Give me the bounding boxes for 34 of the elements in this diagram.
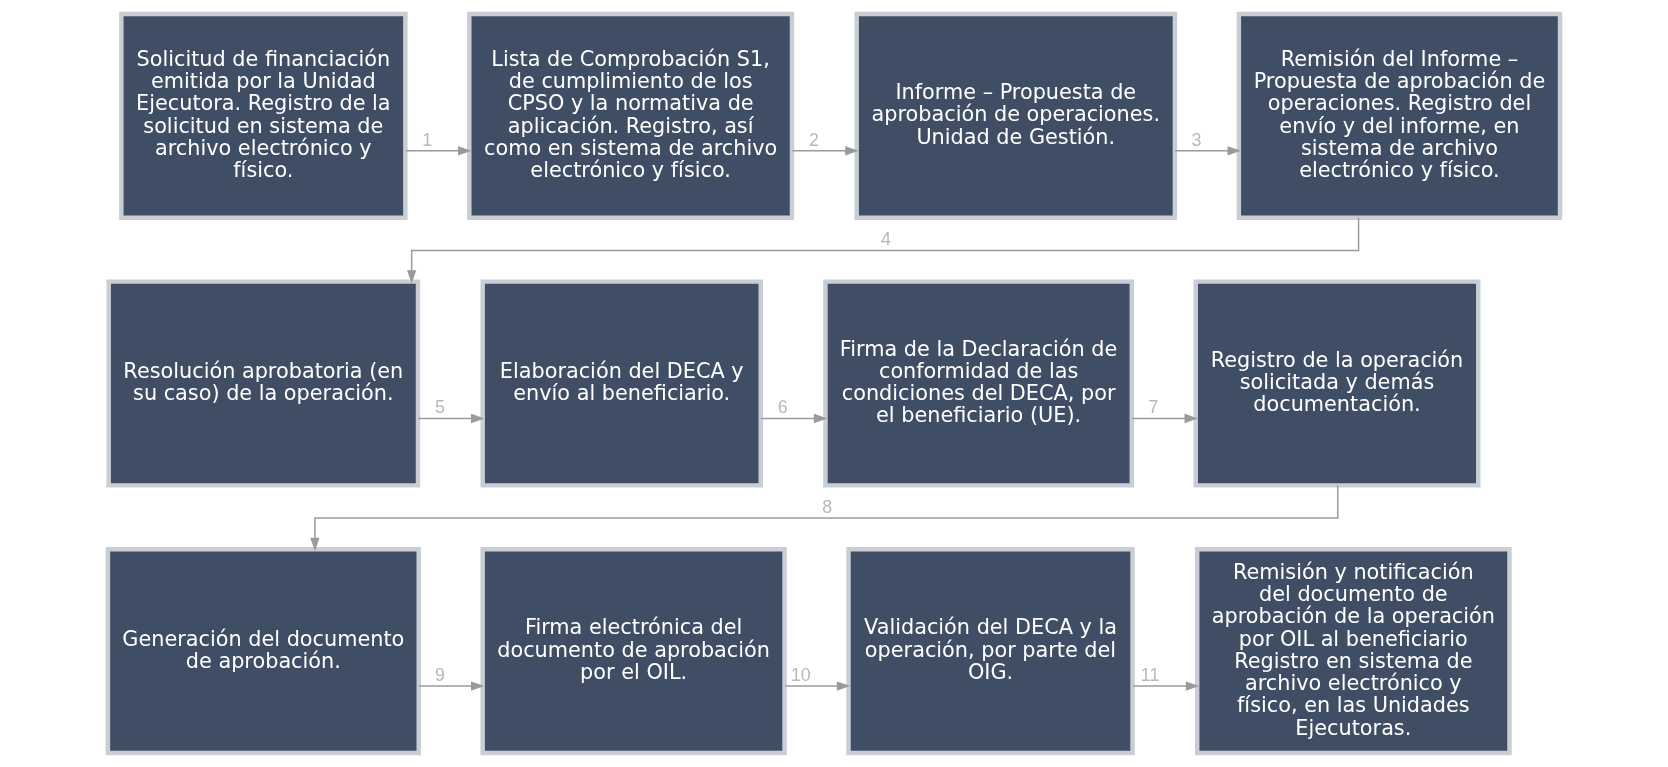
node-box: Firma de la Declaración de conformidad de las condiciones del DECA, por el beneficiario (UE). [823, 279, 1134, 488]
node-box: Elaboración del DECA y envío al beneficiario. [480, 279, 763, 488]
edge-label: 1 [422, 129, 433, 150]
arrow [310, 484, 1339, 552]
edge-label: 6 [777, 397, 788, 418]
arrow [418, 681, 485, 691]
edge-label: 4 [881, 229, 891, 250]
arrow [405, 146, 472, 156]
edge-label: 7 [1148, 397, 1159, 418]
edge-label: 2 [808, 129, 819, 150]
arrow [1132, 681, 1200, 691]
arrow [760, 413, 828, 424]
edge-label: 5 [434, 397, 445, 418]
node-box: Resolución aprobatoria (en su caso) de la operación. [106, 279, 421, 488]
node-box: Validación del DECA y la operación, por parte del OIG. [846, 547, 1135, 756]
node-box: Registro de la operación solicitada y demás documentación. [1193, 279, 1481, 488]
arrow [1174, 146, 1241, 156]
node-box: Remisión del Informe – Propuesta de aprobación de operaciones. Registro del envío y del informe, en sistema de archivo electrónico y físico. [1236, 11, 1563, 220]
arrow [1131, 413, 1198, 424]
arrow [784, 681, 851, 691]
node-box: Remisión y notificación del documento de aprobación de la operación por OIL al beneficiario Registro en sistema de archivo electrónico y físico, en las Unidades Ejecutoras. [1195, 547, 1512, 756]
node-box: Generación del documento de aprobación. [105, 547, 421, 756]
arrow [791, 146, 859, 156]
node-box: Solicitud de financiación emitida por la Unidad Ejecutora. Registro de la solicitud en sistema de archivo electrónico y físico. [119, 11, 408, 220]
node-box: Lista de Comprobación S1, de cumplimiento de los CPSO y la normativa de aplicación. Registro, así como en sistema de archivo electrónico y físico. [467, 11, 795, 220]
edge-label: 11 [1140, 665, 1160, 686]
arrow [417, 413, 485, 424]
node-box: Informe – Propuesta de aprobación de operaciones. Unidad de Gestión. [854, 11, 1178, 220]
arrow [406, 217, 1360, 284]
edge-label: 3 [1191, 129, 1202, 150]
edge-label: 8 [822, 497, 833, 518]
edge-label: 9 [435, 665, 446, 686]
edge-label: 10 [790, 665, 811, 686]
node-box: Firma electrónica del documento de aprobación por el OIL. [480, 547, 787, 756]
